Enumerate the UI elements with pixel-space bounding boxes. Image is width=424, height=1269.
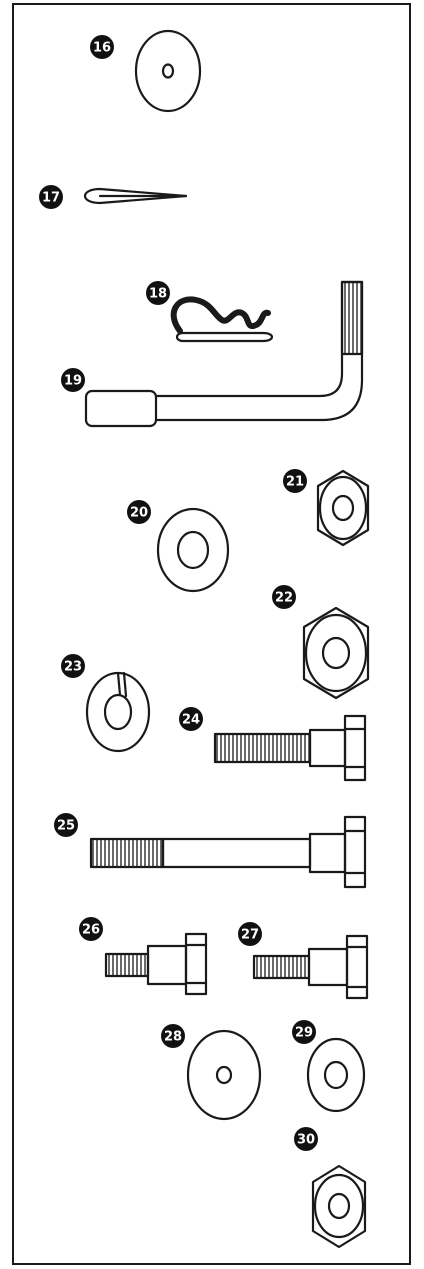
badge-24: 24 bbox=[179, 707, 203, 731]
badge-16: 16 bbox=[90, 35, 114, 59]
badge-25: 25 bbox=[54, 813, 78, 837]
part-16-washer bbox=[134, 29, 202, 113]
badge-28-number: 28 bbox=[164, 1030, 182, 1045]
part-21-hex-nut bbox=[316, 469, 370, 547]
diagram-frame bbox=[12, 3, 411, 1265]
badge-25-number: 25 bbox=[57, 819, 75, 834]
badge-30-number: 30 bbox=[297, 1133, 315, 1148]
part-17-cotter-pin bbox=[83, 187, 188, 205]
part-number-badges: 16 17 18 19 20 21 22 23 24 25 26 27 28 2… bbox=[39, 35, 318, 1151]
part-25-hex-bolt-long bbox=[89, 815, 367, 889]
part-29-flat-washer bbox=[306, 1037, 366, 1113]
badge-21: 21 bbox=[283, 469, 307, 493]
badge-27-number: 27 bbox=[241, 928, 259, 943]
badge-20-number: 20 bbox=[130, 506, 148, 521]
badge-29: 29 bbox=[292, 1020, 316, 1044]
part-28-fender-washer bbox=[186, 1029, 262, 1121]
badge-17: 17 bbox=[39, 185, 63, 209]
part-26-shoulder-bolt bbox=[104, 932, 208, 996]
badge-24-number: 24 bbox=[182, 713, 200, 728]
badge-19: 19 bbox=[61, 368, 85, 392]
badge-23-number: 23 bbox=[64, 660, 82, 675]
badge-28: 28 bbox=[161, 1024, 185, 1048]
part-30-hex-nut bbox=[311, 1164, 367, 1249]
part-24-hex-bolt bbox=[213, 714, 367, 782]
badge-26-number: 26 bbox=[82, 923, 100, 938]
part-19-l-handle-bolt bbox=[84, 280, 364, 428]
badge-21-number: 21 bbox=[286, 475, 304, 490]
badge-23: 23 bbox=[61, 654, 85, 678]
badge-20: 20 bbox=[127, 500, 151, 524]
badge-16-number: 16 bbox=[93, 41, 111, 56]
badge-27: 27 bbox=[238, 922, 262, 946]
part-18-hair-pin-clip bbox=[170, 296, 274, 343]
part-22-hex-nut-large bbox=[302, 606, 370, 700]
badge-19-number: 19 bbox=[64, 374, 82, 389]
badge-18-number: 18 bbox=[149, 287, 167, 302]
badge-22-number: 22 bbox=[275, 591, 293, 606]
badge-18: 18 bbox=[146, 281, 170, 305]
badge-26: 26 bbox=[79, 917, 103, 941]
badge-30: 30 bbox=[294, 1127, 318, 1151]
badge-17-number: 17 bbox=[42, 191, 60, 206]
part-23-split-lock-washer bbox=[85, 671, 151, 753]
part-20-flat-washer bbox=[156, 507, 230, 593]
badge-22: 22 bbox=[272, 585, 296, 609]
badge-29-number: 29 bbox=[295, 1026, 313, 1041]
part-27-hex-bolt-short bbox=[252, 934, 369, 1000]
